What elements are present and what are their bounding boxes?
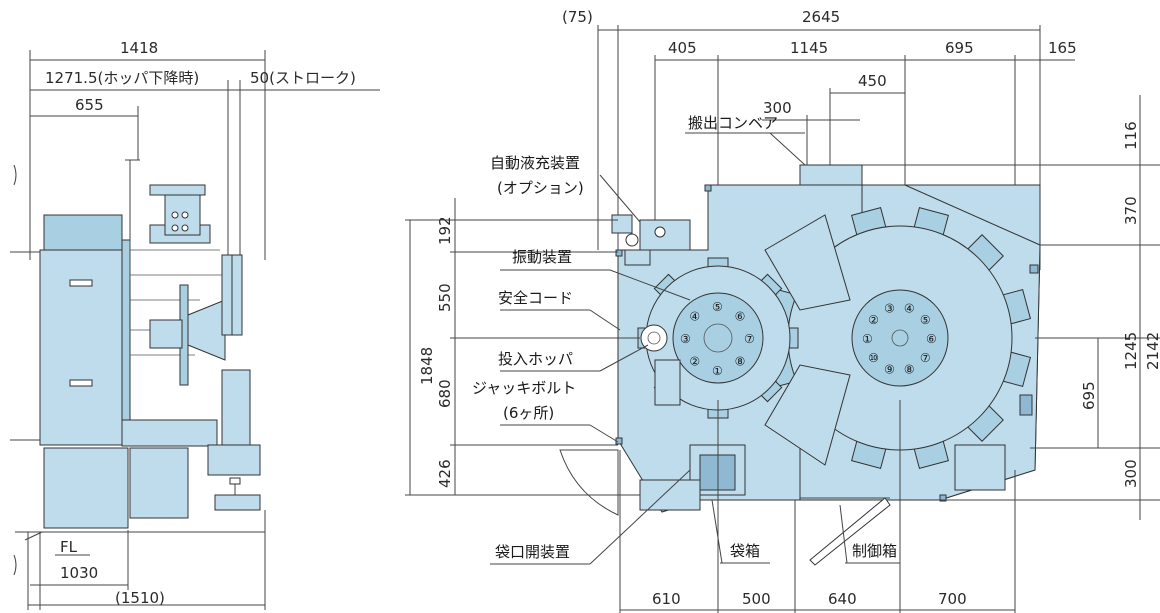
station-number: ① (712, 364, 723, 378)
label-vibrator: 振動装置 (512, 248, 572, 266)
dim-450: 450 (858, 72, 887, 90)
dim-300-right: 300 (1122, 459, 1140, 488)
label-option: (オプション) (497, 179, 584, 197)
dim-426: 426 (436, 459, 454, 488)
dim-405: 405 (668, 39, 697, 57)
dim-1030: 1030 (60, 564, 98, 582)
label-input-hopper: 投入ホッパ (498, 350, 573, 368)
station-number: ② (689, 355, 700, 369)
floor-level-label: FL (60, 538, 78, 556)
dim-2142: 2142 (1144, 332, 1160, 370)
left-turntable (637, 257, 799, 419)
station-number: ⑤ (712, 300, 723, 314)
side-cabinet-top (43, 214, 123, 251)
dim-370: 370 (1122, 196, 1140, 225)
station-number: ④ (689, 309, 700, 323)
station-number: ⑨ (884, 362, 895, 376)
station-number: ② (868, 313, 879, 327)
input-hopper (640, 324, 668, 352)
label-liquid-filler: 自動液充装置 (490, 154, 580, 172)
dim-640: 640 (828, 590, 857, 608)
dim-192: 192 (436, 216, 454, 245)
station-number: ⑧ (735, 355, 746, 369)
dim-610: 610 (652, 590, 681, 608)
label-control-box: 制御箱 (852, 542, 897, 560)
dim-550: 550 (436, 283, 454, 312)
dim-165: 165 (1048, 39, 1077, 57)
station-number: ⑩ (868, 351, 879, 365)
top-view: (75) 2645 405 1145 695 165 450 300 (405, 8, 1160, 613)
label-discharge-conveyor: 搬出コンベア (688, 114, 778, 132)
dim-1271-5: 1271.5(ホッパ下降時) (45, 69, 199, 87)
station-number: ③ (884, 302, 895, 316)
dim-1145: 1145 (790, 39, 828, 57)
side-base (43, 447, 129, 529)
dim-300-top: 300 (763, 99, 792, 117)
dim-75: (75) (562, 8, 593, 26)
station-number: ⑤ (920, 313, 931, 327)
station-number: ⑦ (920, 351, 931, 365)
dim-500: 500 (742, 590, 771, 608)
station-number: ⑧ (904, 362, 915, 376)
dim-1245: 1245 (1122, 332, 1140, 370)
dim-695-right: 695 (1080, 381, 1098, 410)
label-bag-opener: 袋口開装置 (495, 543, 570, 561)
station-number: ① (862, 332, 873, 346)
dim-680: 680 (436, 379, 454, 408)
dim-2645: 2645 (802, 8, 840, 26)
label-jack-count: (6ヶ所) (503, 404, 554, 422)
label-jack-bolt: ジャッキボルト (472, 379, 576, 397)
station-number: ④ (904, 302, 915, 316)
control-box-door (809, 497, 891, 566)
dim-1510: (1510) (115, 589, 165, 607)
dim-1848: 1848 (418, 347, 436, 385)
station-number: ③ (680, 332, 691, 346)
label-bag-box: 袋箱 (730, 542, 760, 560)
side-control-box (221, 369, 251, 446)
station-number: ⑥ (926, 332, 937, 346)
dim-700: 700 (938, 590, 967, 608)
side-view: 1418 1271.5(ホッパ下降時) 50(ストローク) 655 (10, 39, 380, 610)
station-number: ⑥ (735, 309, 746, 323)
dim-116: 116 (1122, 121, 1140, 150)
dim-695-top: 695 (945, 39, 974, 57)
station-number: ⑦ (744, 332, 755, 346)
label-safety-cord: 安全コード (498, 289, 573, 307)
dim-655: 655 (75, 96, 104, 114)
side-cabinet (39, 249, 123, 446)
dim-50-stroke: 50(ストローク) (250, 69, 356, 87)
dim-1418: 1418 (120, 39, 158, 57)
